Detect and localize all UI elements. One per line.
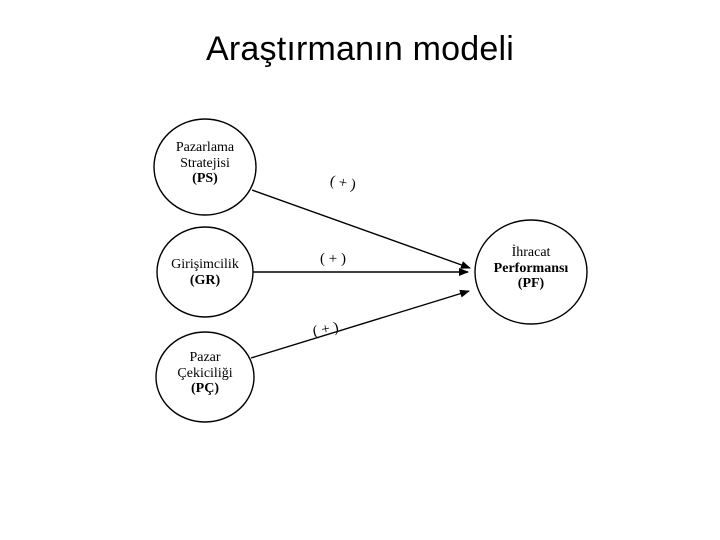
node-label-pf-line2: Performansı <box>493 260 569 276</box>
node-label-pc-line1: Pazar <box>189 350 221 365</box>
node-label-pf: İhracat Performansı (PF) <box>466 245 596 292</box>
node-label-pc-line3: (PÇ) <box>191 381 219 397</box>
node-ellipse-pc <box>155 331 255 423</box>
node-label-pf-line3: (PF) <box>517 276 545 292</box>
node-label-ps-line2: Stratejisi <box>180 155 230 171</box>
node-label-gr-line2: (GR) <box>189 272 221 288</box>
node-label-pc: Pazar Çekiciliği (PÇ) <box>145 350 265 397</box>
node-label-ps-line3: (PS) <box>192 171 218 187</box>
edge-label-gr-pf: ( + ) <box>320 251 346 267</box>
edge-arrow-ps-pf <box>251 189 471 269</box>
node-label-pc-line2: Çekiciliği <box>177 365 233 381</box>
node-ellipse-pf <box>474 219 588 325</box>
node-label-pf-line1: İhracat <box>511 245 551 260</box>
edge-arrow-pc-pf <box>250 289 470 359</box>
node-ellipse-ps <box>153 118 257 216</box>
node-label-ps-line1: Pazarlama <box>175 140 235 155</box>
node-label-gr-line1: Girişimcilik <box>171 257 239 272</box>
page-title: Araştırmanın modeli <box>205 30 515 68</box>
node-label-ps: Pazarlama Stratejisi (PS) <box>145 140 265 187</box>
node-label-gr: Girişimcilik (GR) <box>145 257 265 288</box>
